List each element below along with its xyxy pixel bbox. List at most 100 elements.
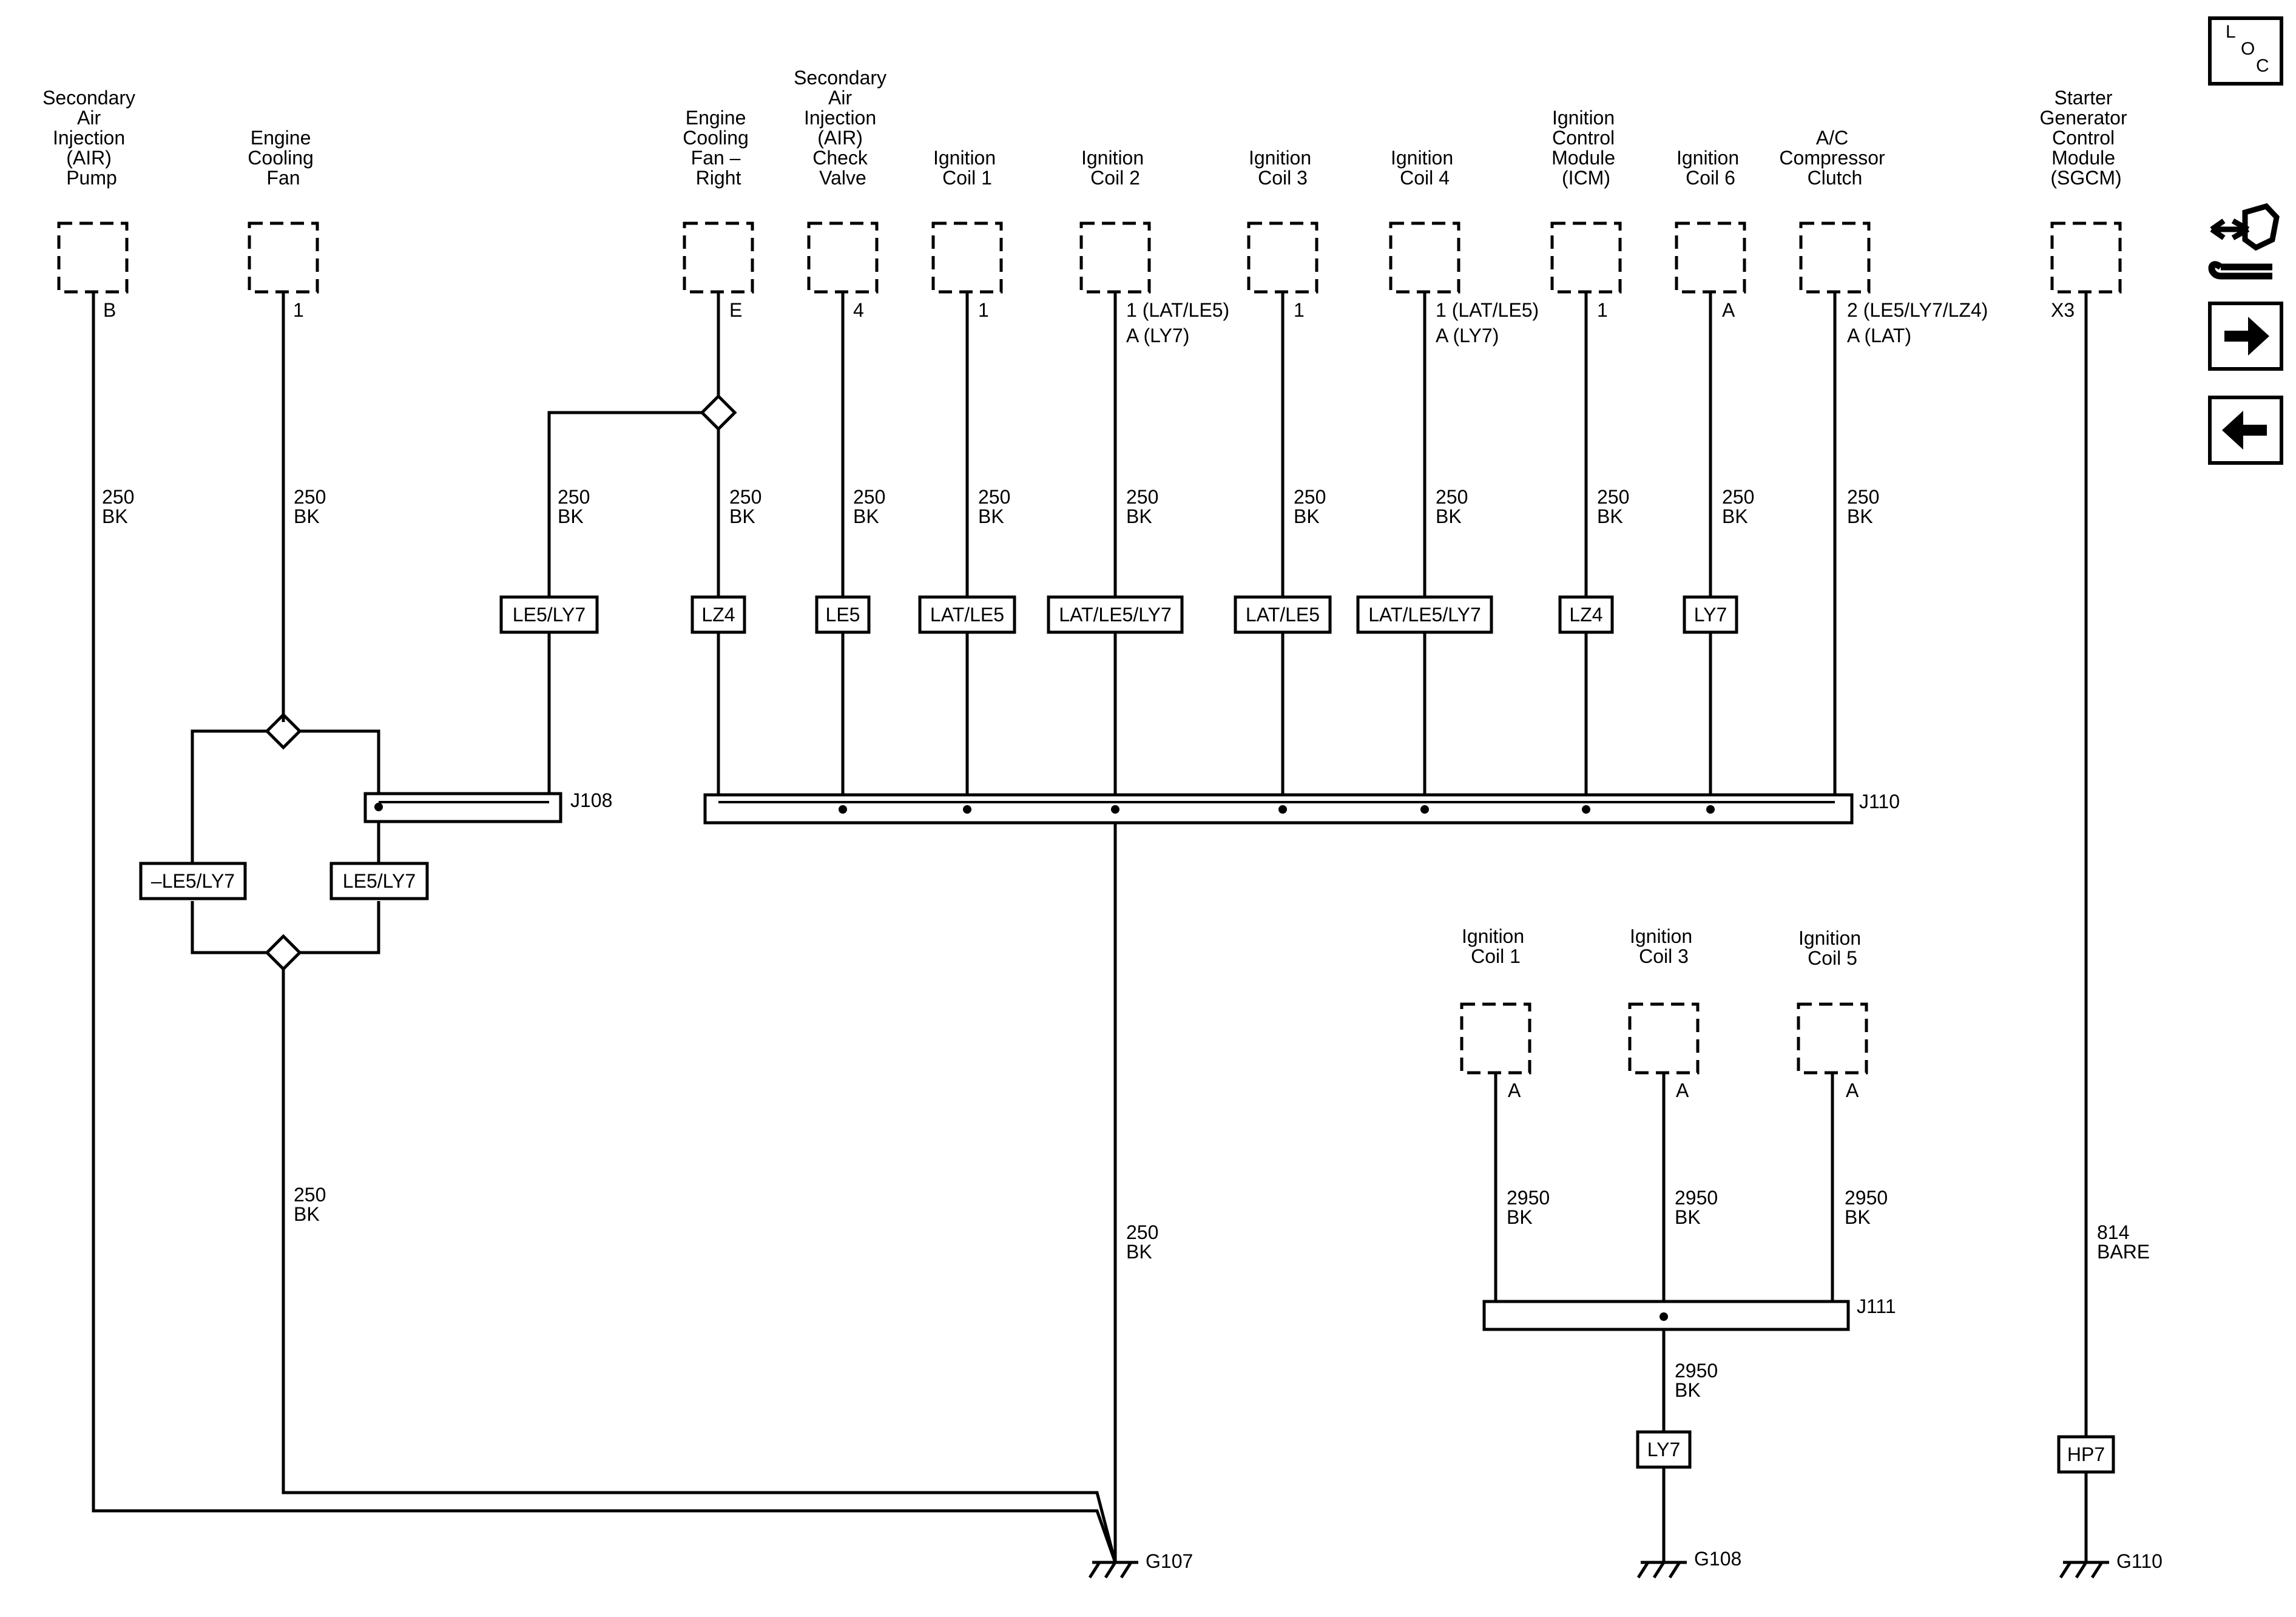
component-ignition-coil-3[interactable]: Ignition Coil 3 1	[1247, 147, 1319, 321]
pin-label: 1 (LAT/LE5)	[1436, 299, 1539, 321]
loc-letter-c: C	[2256, 56, 2269, 76]
wire-gauge: 2950	[1675, 1360, 1718, 1382]
component-ignition-coil-6[interactable]: Ignition Coil 6 A	[1675, 147, 1746, 321]
wire-gauge: 2950	[1845, 1187, 1888, 1209]
option-box-not-le5-ly7: –LE5/LY7	[139, 862, 247, 900]
svg-text:Ignition Control M: Ignition Control Module (ICM)	[1551, 107, 1621, 189]
pin-label: A	[1676, 1079, 1689, 1101]
component-starter-generator-control-module[interactable]: Starter Generator Control Module (SGCM) …	[2040, 87, 2133, 321]
ground-g110[interactable]: G110	[2059, 1550, 2163, 1579]
component-ignition-control-module[interactable]: Ignition Control Module (ICM) 1	[1550, 107, 1622, 321]
wire-color: BK	[1436, 505, 1462, 527]
svg-text:–LE5/LY7: –LE5/LY7	[151, 870, 235, 892]
pin-label: 1	[978, 299, 989, 321]
wire-gauge: 250	[558, 486, 590, 508]
ground-g108[interactable]: G108	[1636, 1548, 1741, 1579]
option-box-lat-le5: LAT/LE5	[1234, 595, 1332, 634]
junction-j110[interactable]: J110	[703, 791, 1900, 825]
option-box-lat-le5: LAT/LE5	[918, 595, 1016, 634]
ground-label: G107	[1146, 1550, 1193, 1572]
svg-text:HP7: HP7	[2067, 1443, 2105, 1465]
component-ignition-coil-2[interactable]: Ignition Coil 2 1 (LAT/LE5) A (LY7)	[1079, 147, 1229, 346]
wire-labels: 250 BK 250 BK 250 BK 250 BK 250 BK 250 B…	[102, 486, 2150, 1401]
svg-text:Ignition Coil 4: Ignition Coil 4	[1391, 147, 1459, 189]
wire-color: BK	[294, 505, 320, 527]
wire-gauge: 250	[1436, 486, 1468, 508]
wire-color: BK	[853, 505, 879, 527]
wire-color: BK	[1126, 505, 1152, 527]
loc-letter-l: L	[2226, 22, 2236, 42]
pin-label-alt: A (LY7)	[1436, 325, 1499, 346]
svg-text:Secondary Air Inje: Secondary Air Injection (AIR) Check Valv…	[794, 67, 892, 189]
wire-color: BK	[1675, 1206, 1701, 1228]
pin-label: A	[1722, 299, 1735, 321]
pin-label: 1	[293, 299, 304, 321]
component-engine-cooling-fan-right[interactable]: Engine Cooling Fan – Right E	[683, 107, 754, 321]
splice-diamond	[700, 394, 737, 431]
component-air-pump[interactable]: Secondary Air Injection (AIR) Pump B	[42, 87, 141, 321]
option-box-hp7: HP7	[2057, 1435, 2115, 1474]
pin-label-alt: A (LY7)	[1126, 325, 1189, 346]
arrow-right-icon	[2224, 317, 2269, 356]
option-box-lat-le5-ly7: LAT/LE5/LY7	[1356, 595, 1493, 634]
wire-gauge: 2950	[1675, 1187, 1718, 1209]
svg-text:Ignition Coil 1: Ignition Coil 1	[1462, 925, 1530, 967]
wire-gauge: 2950	[1507, 1187, 1550, 1209]
next-page-button[interactable]	[2208, 302, 2283, 371]
pin-label: 2 (LE5/LY7/LZ4)	[1847, 299, 1988, 321]
component-ignition-coil-1[interactable]: Ignition Coil 1 1	[931, 147, 1003, 321]
wire-color: BK	[1507, 1206, 1533, 1228]
svg-text:LAT/LE5: LAT/LE5	[1246, 604, 1320, 626]
svg-text:LY7: LY7	[1647, 1439, 1681, 1460]
wire-color: BK	[1847, 505, 1873, 527]
wire-gauge: 250	[294, 1184, 326, 1206]
component-air-check-valve[interactable]: Secondary Air Injection (AIR) Check Valv…	[794, 67, 892, 321]
arrow-left-icon	[2222, 411, 2267, 450]
wire-color: BK	[729, 505, 755, 527]
svg-text:LAT/LE5/LY7: LAT/LE5/LY7	[1059, 604, 1172, 626]
wire-color: BK	[1675, 1379, 1701, 1401]
junction-j108[interactable]: J108	[363, 789, 612, 823]
option-box-le5-ly7: LE5/LY7	[329, 862, 429, 900]
wire-gauge: 250	[853, 486, 885, 508]
splices	[265, 394, 737, 971]
wire-gauge: 250	[1597, 486, 1629, 508]
svg-text:Ignition Coil 2: Ignition Coil 2	[1081, 147, 1149, 189]
option-boxes: LE5/LY7 LZ4 LE5 LAT/LE5 LAT/LE5/LY7 LAT/…	[139, 595, 2115, 1474]
option-box-lz4: LZ4	[1558, 595, 1614, 634]
svg-text:LAT/LE5: LAT/LE5	[930, 604, 1004, 626]
location-button[interactable]: L O C	[2208, 16, 2283, 86]
component-lower-ignition-coil-5[interactable]: Ignition Coil 5 A	[1797, 927, 1868, 1101]
ground-g107[interactable]: G107	[1088, 1550, 1193, 1579]
component-engine-cooling-fan[interactable]: Engine Cooling Fan 1	[248, 127, 319, 321]
ground-symbol-icon	[2059, 1561, 2109, 1579]
connector-wrench-icon[interactable]	[2208, 203, 2280, 280]
splice-diamond	[265, 934, 302, 971]
junction-j111[interactable]: J111	[1482, 1295, 1896, 1331]
svg-text:Secondary Air Inje: Secondary Air Injection (AIR) Pump	[42, 87, 141, 189]
option-box-le5-ly7: LE5/LY7	[499, 595, 599, 634]
option-box-lat-le5-ly7: LAT/LE5/LY7	[1047, 595, 1184, 634]
component-lower-ignition-coil-1[interactable]: Ignition Coil 1 A	[1460, 925, 1531, 1101]
svg-text:Engine Cooling Fan: Engine Cooling Fan	[248, 127, 319, 189]
wire-gauge: 250	[1126, 486, 1158, 508]
wire-color: BARE	[2097, 1241, 2150, 1263]
wire-color: BK	[294, 1203, 320, 1225]
ground-label: G108	[1694, 1548, 1741, 1570]
component-ac-compressor-clutch[interactable]: A/C Compressor Clutch 2 (LE5/LY7/LZ4) A …	[1779, 127, 1988, 346]
pin-label: 1 (LAT/LE5)	[1126, 299, 1229, 321]
junction-label: J111	[1857, 1295, 1896, 1317]
wire-gauge: 250	[1722, 486, 1754, 508]
component-ignition-coil-4[interactable]: Ignition Coil 4 1 (LAT/LE5) A (LY7)	[1389, 147, 1539, 346]
svg-text:Starter Generator: Starter Generator Control Module (SGCM)	[2040, 87, 2133, 189]
wire-color: BK	[1845, 1206, 1871, 1228]
svg-text:Engine Cooling Fan: Engine Cooling Fan – Right	[683, 107, 754, 189]
wire-color: BK	[1126, 1241, 1152, 1263]
ground-symbol-icon	[1088, 1561, 1138, 1579]
option-box-le5: LE5	[815, 595, 871, 634]
previous-page-button[interactable]	[2208, 396, 2283, 465]
wire-gauge: 250	[1847, 486, 1879, 508]
component-lower-ignition-coil-3[interactable]: Ignition Coil 3 A	[1628, 925, 1700, 1101]
wire-color: BK	[1722, 505, 1748, 527]
